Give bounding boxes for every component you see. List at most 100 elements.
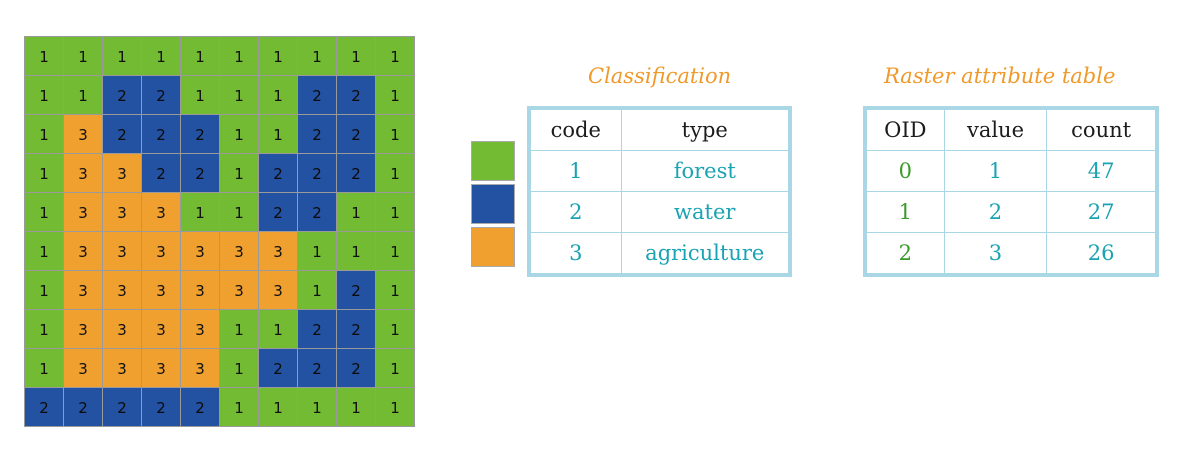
- value-cell: 1: [943, 150, 1048, 192]
- raster-cell: 1: [25, 76, 63, 114]
- raster-cell: 3: [259, 232, 297, 270]
- raster-cell: 2: [25, 388, 63, 426]
- classification-row: 2 water: [528, 191, 791, 233]
- raster-cell: 3: [142, 232, 180, 270]
- value-cell: 3: [943, 232, 1048, 276]
- raster-cell: 2: [181, 115, 219, 153]
- oid-cell: 2: [864, 232, 945, 276]
- raster-cell: 1: [376, 37, 414, 75]
- header-code: code: [528, 107, 622, 151]
- raster-cell: 1: [220, 76, 258, 114]
- raster-cell: 3: [220, 232, 258, 270]
- raster-cell: 1: [259, 388, 297, 426]
- legend-swatch-agriculture: [471, 227, 515, 267]
- raster-cell: 1: [376, 388, 414, 426]
- raster-cell: 2: [142, 388, 180, 426]
- raster-cell: 2: [259, 154, 297, 192]
- raster-cell: 1: [181, 37, 219, 75]
- raster-cell: 1: [376, 310, 414, 348]
- raster-cell: 1: [259, 310, 297, 348]
- raster-cell: 1: [376, 232, 414, 270]
- oid-cell: 0: [864, 150, 945, 192]
- raster-cell: 3: [142, 310, 180, 348]
- raster-cell: 1: [298, 388, 336, 426]
- raster-cell: 3: [64, 154, 102, 192]
- raster-cell: 2: [337, 349, 375, 387]
- count-cell: 27: [1046, 191, 1158, 233]
- raster-cell: 1: [25, 232, 63, 270]
- raster-cell: 3: [64, 349, 102, 387]
- raster-cell: 2: [103, 76, 141, 114]
- raster-cell: 1: [337, 193, 375, 231]
- raster-cell: 1: [298, 271, 336, 309]
- raster-cell: 2: [298, 310, 336, 348]
- raster-cell: 2: [142, 154, 180, 192]
- raster-cell: 2: [181, 388, 219, 426]
- raster-cell: 1: [376, 193, 414, 231]
- raster-cell: 2: [259, 349, 297, 387]
- raster-cell: 1: [220, 37, 258, 75]
- raster-cell: 1: [220, 388, 258, 426]
- raster-cell: 1: [220, 193, 258, 231]
- raster-cell: 3: [259, 271, 297, 309]
- raster-cell: 2: [259, 193, 297, 231]
- raster-cell: 1: [25, 37, 63, 75]
- raster-cell: 2: [103, 115, 141, 153]
- raster-cell: 1: [376, 349, 414, 387]
- raster-cell: 2: [64, 388, 102, 426]
- oid-cell: 1: [864, 191, 945, 233]
- raster-cell: 2: [298, 154, 336, 192]
- value-cell: 2: [943, 191, 1048, 233]
- raster-cell: 1: [337, 37, 375, 75]
- raster-cell: 1: [259, 37, 297, 75]
- rat-row: 0 1 47: [864, 150, 1158, 192]
- raster-cell: 2: [298, 349, 336, 387]
- raster-cell: 3: [64, 193, 102, 231]
- legend-swatch-forest: [471, 141, 515, 181]
- raster-cell: 2: [337, 115, 375, 153]
- classification-title: Classification: [588, 64, 732, 88]
- raster-cell: 3: [64, 271, 102, 309]
- raster-cell: 3: [181, 271, 219, 309]
- raster-cell: 2: [337, 76, 375, 114]
- raster-cell: 3: [64, 115, 102, 153]
- raster-cell: 3: [64, 232, 102, 270]
- legend-swatch-water: [471, 184, 515, 224]
- raster-cell: 1: [376, 76, 414, 114]
- raster-cell: 2: [181, 154, 219, 192]
- raster-cell: 1: [25, 193, 63, 231]
- code-cell: 2: [528, 191, 622, 233]
- raster-cell: 3: [103, 349, 141, 387]
- raster-cell: 3: [103, 310, 141, 348]
- raster-cell: 2: [337, 154, 375, 192]
- raster-cell: 1: [376, 271, 414, 309]
- raster-cell: 1: [142, 37, 180, 75]
- raster-cell: 2: [298, 76, 336, 114]
- raster-cell: 2: [298, 193, 336, 231]
- classification-row: 3 agriculture: [528, 232, 791, 276]
- raster-cell: 1: [64, 37, 102, 75]
- raster-cell: 3: [142, 349, 180, 387]
- raster-cell: 1: [220, 154, 258, 192]
- raster-cell: 3: [142, 193, 180, 231]
- type-cell: agriculture: [620, 232, 791, 276]
- raster-cell: 1: [181, 193, 219, 231]
- raster-cell: 3: [181, 310, 219, 348]
- raster-cell: 3: [142, 271, 180, 309]
- raster-cell: 1: [64, 76, 102, 114]
- raster-cell: 3: [103, 193, 141, 231]
- raster-cell: 1: [220, 115, 258, 153]
- raster-cell: 2: [337, 271, 375, 309]
- color-legend: [471, 141, 515, 270]
- raster-cell: 3: [64, 310, 102, 348]
- raster-cell: 3: [181, 349, 219, 387]
- code-cell: 3: [528, 232, 622, 276]
- raster-cell: 3: [103, 271, 141, 309]
- raster-cell: 1: [103, 37, 141, 75]
- raster-cell: 1: [376, 115, 414, 153]
- raster-cell: 1: [337, 388, 375, 426]
- raster-cell: 2: [337, 310, 375, 348]
- raster-cell: 1: [220, 310, 258, 348]
- header-type: type: [620, 107, 791, 151]
